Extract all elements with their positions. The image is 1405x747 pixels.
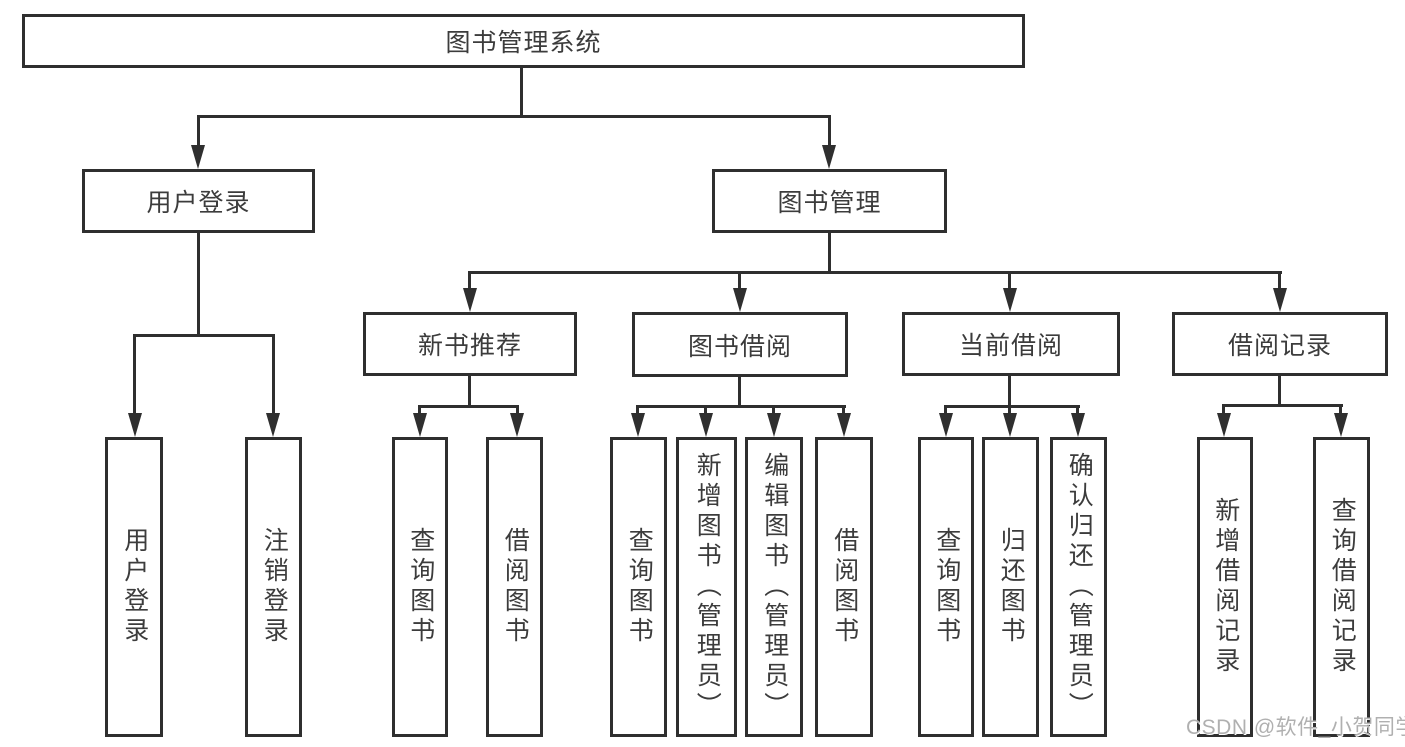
- leaf-borrow-add-books-admin: 新增图书（管理员）: [676, 437, 737, 737]
- connector-level3-stub-1: [468, 271, 471, 291]
- connector-level3-rail: [468, 271, 1282, 274]
- leaf-records-add-record-label: 新增借阅记录: [1211, 497, 1240, 677]
- leaf-records-query-record: 查询借阅记录: [1313, 437, 1370, 737]
- arrow-to-borrow-add: [699, 413, 713, 437]
- arrow-to-borrow-query: [631, 413, 645, 437]
- connector-borrow-stub-2: [704, 405, 707, 417]
- connector-current-stub-3: [1076, 405, 1079, 417]
- connector-level2-stub-right: [828, 115, 831, 148]
- connector-current-stub-2: [1008, 405, 1011, 417]
- leaf-borrow-query-books-label: 查询图书: [625, 527, 654, 647]
- connector-login-stub-2: [272, 334, 275, 416]
- leaf-logout: 注销登录: [245, 437, 302, 737]
- connector-current-stub-1: [944, 405, 947, 417]
- leaf-borrow-query-books: 查询图书: [610, 437, 667, 737]
- arrow-to-user-login: [191, 145, 205, 169]
- leaf-borrow-borrow-books: 借阅图书: [815, 437, 873, 737]
- leaf-borrow-add-books-admin-label: 新增图书（管理员）: [693, 452, 722, 722]
- connector-level3-stub-3: [1008, 271, 1011, 291]
- connector-borrow-stem: [738, 375, 741, 408]
- arrow-to-book-borrow: [733, 288, 747, 312]
- connector-records-rail: [1222, 404, 1343, 407]
- leaf-current-confirm-return-admin: 确认归还（管理员）: [1050, 437, 1107, 737]
- connector-management-stem: [828, 231, 831, 274]
- node-book-management: 图书管理: [712, 169, 947, 233]
- arrow-to-new-book-recommend: [463, 288, 477, 312]
- arrow-to-current-return: [1003, 413, 1017, 437]
- arrow-to-recommend-borrow: [510, 413, 524, 437]
- leaf-current-return-books: 归还图书: [982, 437, 1039, 737]
- connector-borrow-rail: [636, 405, 846, 408]
- leaf-current-query-books-label: 查询图书: [932, 527, 961, 647]
- arrow-to-book-management: [822, 145, 836, 169]
- arrow-to-current-query: [939, 413, 953, 437]
- csdn-watermark: CSDN @软件_小贺同学: [1186, 716, 1405, 739]
- connector-level2-rail: [197, 115, 831, 118]
- node-library-management-system: 图书管理系统: [22, 14, 1025, 68]
- connector-borrow-stub-4: [842, 405, 845, 417]
- connector-recommend-stub-2: [516, 405, 519, 417]
- connector-current-stem: [1008, 374, 1011, 408]
- leaf-recommend-borrow-books: 借阅图书: [486, 437, 543, 737]
- connector-level2-stub-left: [197, 115, 200, 148]
- leaf-recommend-borrow-books-label: 借阅图书: [501, 527, 530, 647]
- connector-records-stem: [1278, 374, 1281, 407]
- connector-current-rail: [944, 405, 1080, 408]
- leaf-current-return-books-label: 归还图书: [997, 527, 1026, 647]
- connector-borrow-stub-3: [772, 405, 775, 417]
- arrow-to-current-confirm: [1071, 413, 1085, 437]
- leaf-current-query-books: 查询图书: [918, 437, 974, 737]
- leaf-records-query-record-label: 查询借阅记录: [1328, 497, 1357, 677]
- node-borrow-records: 借阅记录: [1172, 312, 1388, 376]
- connector-recommend-rail: [418, 405, 519, 408]
- connector-level3-stub-4: [1278, 271, 1281, 291]
- leaf-borrow-edit-books-admin: 编辑图书（管理员）: [745, 437, 803, 737]
- node-new-book-recommend: 新书推荐: [363, 312, 577, 376]
- arrow-to-records-query: [1334, 413, 1348, 437]
- connector-login-rail: [133, 334, 275, 337]
- connector-recommend-stem: [468, 374, 471, 408]
- connector-login-stem: [197, 231, 200, 337]
- leaf-borrow-edit-books-admin-label: 编辑图书（管理员）: [760, 452, 789, 722]
- node-current-borrow: 当前借阅: [902, 312, 1120, 376]
- connector-recommend-stub-1: [418, 405, 421, 417]
- arrow-to-recommend-query: [413, 413, 427, 437]
- leaf-recommend-query-books-label: 查询图书: [406, 527, 435, 647]
- arrow-to-current-borrow: [1003, 288, 1017, 312]
- leaf-logout-label: 注销登录: [260, 527, 289, 647]
- leaf-user-login: 用户登录: [105, 437, 163, 737]
- connector-level3-stub-2: [738, 271, 741, 291]
- leaf-recommend-query-books: 查询图书: [392, 437, 448, 737]
- connector-login-stub-1: [133, 334, 136, 416]
- connector-root-stem: [520, 66, 523, 118]
- leaf-borrow-borrow-books-label: 借阅图书: [830, 527, 859, 647]
- leaf-records-add-record: 新增借阅记录: [1197, 437, 1253, 737]
- node-user-login: 用户登录: [82, 169, 315, 233]
- arrow-to-login-leaf: [128, 413, 142, 437]
- arrow-to-logout-leaf: [266, 413, 280, 437]
- connector-records-stub-2: [1339, 404, 1342, 417]
- leaf-user-login-label: 用户登录: [120, 527, 149, 647]
- connector-records-stub-1: [1222, 404, 1225, 417]
- leaf-current-confirm-return-admin-label: 确认归还（管理员）: [1065, 452, 1094, 722]
- arrow-to-borrow-edit: [767, 413, 781, 437]
- arrow-to-records-add: [1217, 413, 1231, 437]
- arrow-to-borrow-borrow: [837, 413, 851, 437]
- arrow-to-borrow-records: [1273, 288, 1287, 312]
- connector-borrow-stub-1: [636, 405, 639, 417]
- node-book-borrow: 图书借阅: [632, 312, 848, 377]
